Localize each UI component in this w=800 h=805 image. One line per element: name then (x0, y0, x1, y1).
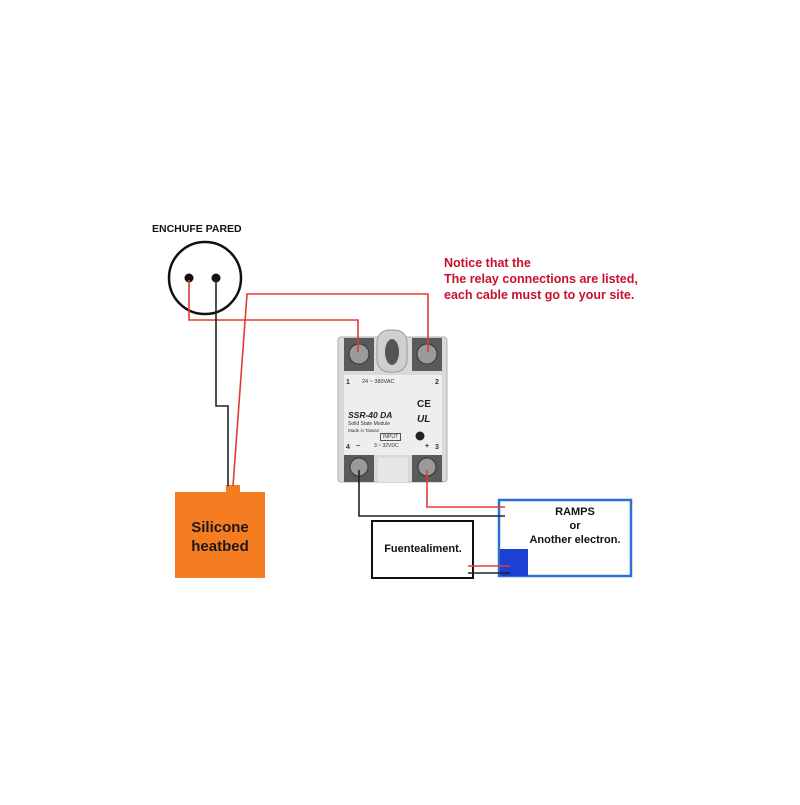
outlet-hole-left (184, 273, 194, 283)
notice-line-2: The relay connections are listed, (444, 272, 638, 286)
controller-label-line-2: or (569, 520, 581, 532)
controller-label: RAMPS or Another electron. (500, 505, 650, 547)
relay-terminal-1-number: 1 (346, 379, 350, 386)
relay-plus-sign: + (425, 443, 430, 450)
wire-outlet-to-heatbed (215, 280, 229, 486)
power-supply-box (371, 520, 474, 579)
relay-status-led (415, 431, 425, 441)
terminal-1-screw (348, 343, 370, 365)
wire-outlet-to-relay-1 (188, 280, 359, 352)
wire-heatbed-to-relay-2 (232, 293, 429, 487)
heatbed-label: Silicone heatbed (191, 519, 249, 555)
heatbed-connector (226, 485, 240, 494)
relay-ul-mark: UL (417, 414, 431, 425)
relay-terminal-2-number: 2 (435, 379, 439, 386)
heatbed-body (175, 492, 265, 578)
wiring (188, 280, 510, 574)
relay-input-tag: INPUT (380, 433, 401, 441)
relay-ac-rating: 24 ~ 380VAC (362, 379, 395, 385)
controller-label-line-1: RAMPS (555, 506, 595, 518)
wire-relay-4-to-controller (358, 470, 505, 517)
outlet-hole-right (211, 273, 221, 283)
relay-model: SSR-40 DA (348, 410, 393, 420)
terminal-2-screw (416, 343, 438, 365)
relay-ce-mark: CE (417, 399, 431, 410)
notice-line-3: each cable must go to your site. (444, 288, 635, 302)
controller-terminal-block (500, 549, 528, 576)
relay-mount-hole (385, 339, 399, 365)
controller-label-line-3: Another electron. (529, 534, 621, 546)
ramps-controller (497, 498, 633, 578)
notice-line-1: Notice that the (444, 256, 531, 270)
wall-outlet (167, 240, 243, 316)
notice-text: Notice that the The relay connections ar… (444, 255, 638, 303)
relay-minus-sign: − (356, 443, 361, 450)
wire-relay-3-to-controller (426, 470, 505, 508)
outlet-label: ENCHUFE PARED (152, 223, 242, 235)
power-supply-label: Fuentealiment. (384, 543, 462, 555)
silicone-heatbed (175, 485, 265, 578)
relay-subtitle: Solid State Module (348, 421, 390, 427)
relay-dc-rating: 3 ~ 32VDC (374, 443, 399, 449)
relay-origin: Made in Taiwan (348, 428, 380, 433)
relay-label-plate (344, 375, 442, 455)
relay-terminal-3-number: 3 (435, 444, 439, 451)
outlet-face (167, 240, 243, 316)
relay-bottom-notch (378, 458, 408, 482)
relay-terminal-4-number: 4 (346, 444, 350, 451)
